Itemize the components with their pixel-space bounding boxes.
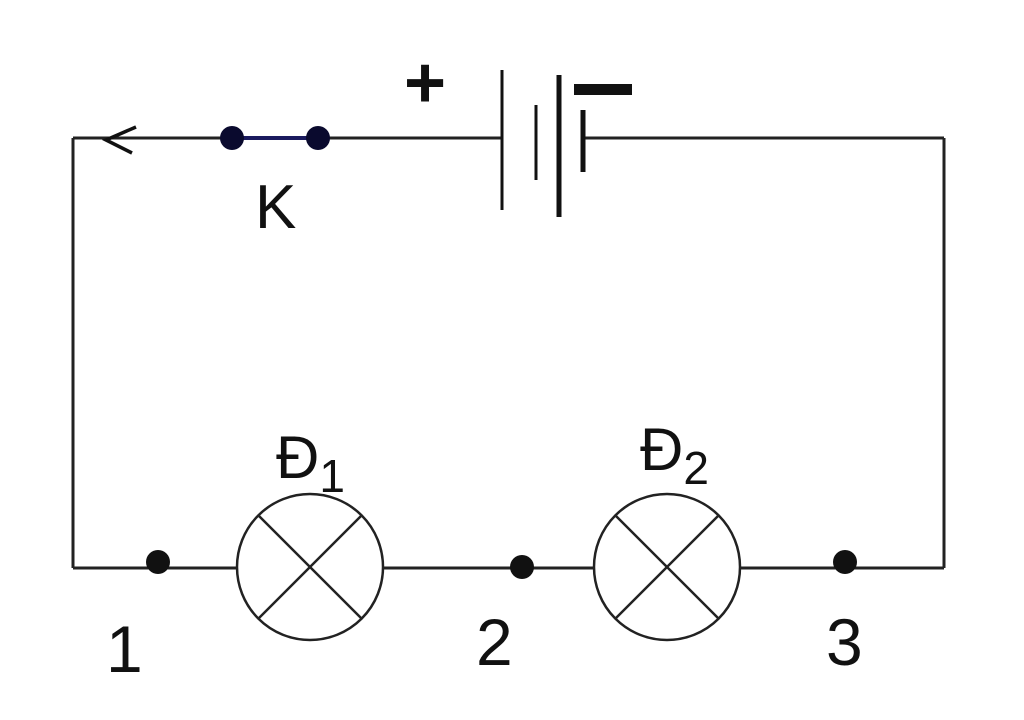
battery	[500, 70, 586, 217]
point-2-label: 2	[476, 605, 513, 679]
point-1-dot[interactable]	[146, 550, 170, 574]
lamp-d1	[235, 492, 385, 642]
lamp-d2-label: Đ2	[640, 416, 709, 494]
lamp-d2	[592, 492, 742, 642]
point-3-label: 3	[826, 605, 863, 679]
battery-minus-icon	[574, 84, 632, 95]
point-2-dot[interactable]	[510, 555, 534, 579]
point-3-dot[interactable]	[833, 550, 857, 574]
current-arrow-icon	[101, 125, 137, 155]
battery-plus-label: +	[404, 43, 446, 123]
switch-label: K	[255, 173, 296, 242]
switch-k[interactable]	[220, 126, 330, 150]
wires	[71, 136, 946, 570]
point-1-label: 1	[106, 612, 143, 686]
lamp-d1-label: Đ1	[276, 424, 345, 502]
